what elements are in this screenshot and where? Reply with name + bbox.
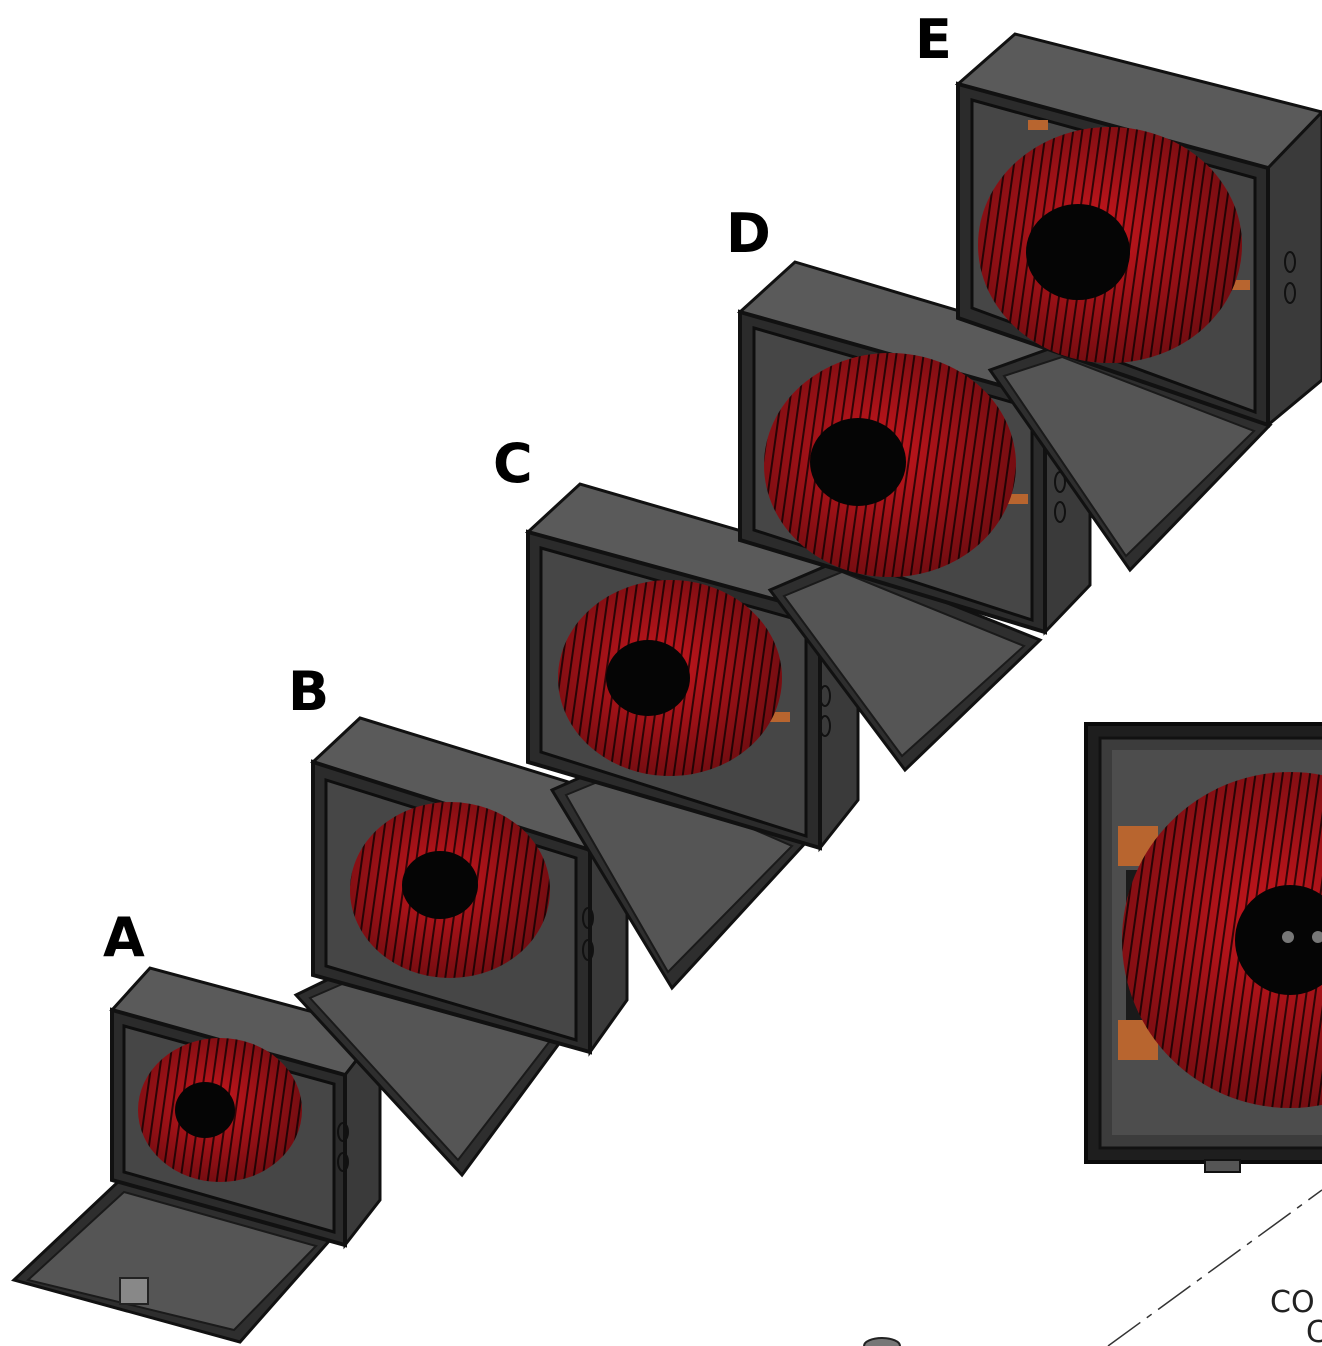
unit-label-b: B: [288, 660, 329, 723]
enclosure-unit-e: E: [915, 8, 1322, 573]
cropped-part: [863, 1337, 901, 1346]
note-line-1: CO: [1270, 1285, 1315, 1320]
toroidal-coil-b-icon: [350, 802, 550, 978]
detail-front-view: [1084, 722, 1322, 1173]
toroidal-coil-d-icon: [764, 353, 1016, 577]
unit-label-a: A: [103, 906, 145, 969]
toroidal-coil-e-icon: [978, 127, 1242, 363]
unit-label-d: D: [726, 202, 771, 265]
unit-label-c: C: [493, 432, 533, 495]
toroidal-coil-c-icon: [558, 580, 782, 776]
leader-line: [1107, 1189, 1322, 1346]
toroidal-coil-a-icon: [138, 1038, 302, 1182]
note-line-2: C: [1306, 1315, 1322, 1346]
enclosure-unit-c: C: [493, 432, 861, 991]
unit-label-e: E: [915, 8, 952, 71]
enclosure-unit-b: B: [288, 660, 630, 1178]
toroidal-coil-detail-icon: [1122, 772, 1322, 1108]
